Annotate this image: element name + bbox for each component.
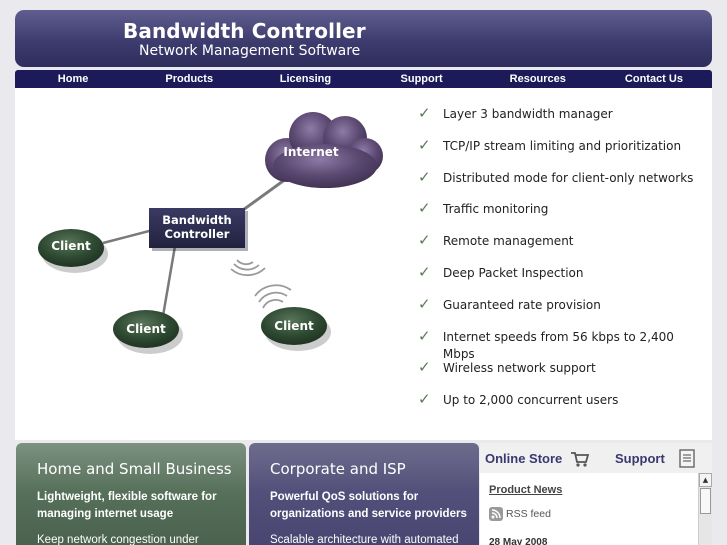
panel-corporate-isp: Corporate and ISP Powerful QoS solutions…: [249, 443, 479, 545]
panel-corp-title[interactable]: Corporate and ISP: [270, 460, 406, 478]
feature-list: ✓ Layer 3 bandwidth manager ✓ TCP/IP strea…: [418, 106, 708, 424]
link-internet: [242, 174, 291, 212]
feature-text: Up to 2,000 concurrent users: [443, 393, 619, 408]
controller-box: [149, 208, 245, 248]
list-item: ✓ Deep Packet Inspection: [418, 262, 708, 297]
document-icon[interactable]: [679, 449, 695, 468]
network-diagram: Internet Bandwidth Controller Client Cli…: [15, 88, 415, 440]
main-content: Internet Bandwidth Controller Client Cli…: [15, 88, 712, 440]
sidebox-topbar: Online Store Support: [480, 443, 712, 473]
client-node-wireless: [261, 307, 327, 345]
rss-icon: [489, 507, 503, 521]
client-label-wireless: Client: [274, 319, 314, 333]
checkmark-icon: ✓: [418, 294, 431, 313]
feature-text: Layer 3 bandwidth manager: [443, 107, 613, 121]
feature-text: Deep Packet Inspection: [443, 265, 584, 280]
checkmark-icon: ✓: [418, 390, 431, 409]
list-item: ✓ Internet speeds from 56 kbps to 2,400 M…: [418, 326, 708, 361]
news-date: 28 May 2008: [489, 537, 548, 545]
panel-home-tagline: Lightweight, flexible software for manag…: [37, 491, 217, 520]
feature-text: Traffic monitoring: [443, 202, 549, 217]
controller-label-line1: Bandwidth: [162, 213, 232, 227]
nav-contact-us[interactable]: Contact Us: [624, 73, 683, 85]
scroll-up-arrow-icon[interactable]: ▲: [699, 473, 712, 487]
panel-home-small-business: Home and Small Business Lightweight, fle…: [16, 443, 246, 545]
client-label-left: Client: [51, 239, 91, 253]
list-item: ✓ Traffic monitoring: [418, 201, 708, 233]
client-label-bottom: Client: [126, 322, 166, 336]
feature-text: TCP/IP stream limiting and prioritizatio…: [443, 138, 682, 153]
product-news-link[interactable]: Product News: [489, 484, 563, 496]
checkmark-icon: ✓: [418, 135, 431, 154]
list-item: ✓ Wireless network support: [418, 360, 708, 392]
panel-home-title[interactable]: Home and Small Business: [37, 460, 232, 478]
wireless-waves-client: [254, 284, 292, 309]
rss-feed-link[interactable]: RSS feed: [489, 507, 551, 521]
panel-corp-tagline: Powerful QoS solutions for organizations…: [270, 491, 467, 520]
site-title[interactable]: Bandwidth Controller: [123, 19, 366, 43]
scroll-thumb[interactable]: [700, 488, 711, 514]
checkmark-icon: ✓: [418, 358, 431, 377]
nav-resources[interactable]: Resources: [509, 73, 566, 85]
internet-cloud: [265, 112, 383, 188]
site-subtitle: Network Management Software: [139, 43, 361, 59]
checkmark-icon: ✓: [418, 167, 431, 186]
feature-text: Guaranteed rate provision: [443, 297, 601, 312]
support-link[interactable]: Support: [615, 451, 665, 466]
nav-support[interactable]: Support: [400, 73, 443, 85]
list-item: ✓ Layer 3 bandwidth manager: [418, 106, 708, 138]
list-item: ✓ Distributed mode for client-only networ…: [418, 167, 708, 202]
nav-licensing[interactable]: Licensing: [279, 73, 332, 85]
nav-products[interactable]: Products: [165, 73, 214, 85]
link-client-bottom: [161, 245, 177, 317]
checkmark-icon: ✓: [418, 199, 431, 218]
rss-label: RSS feed: [506, 508, 551, 520]
site-header: Bandwidth Controller Network Management …: [15, 10, 712, 67]
checkmark-icon: ✓: [418, 326, 431, 345]
list-item: ✓ Guaranteed rate provision: [418, 294, 708, 329]
client-node-bottom: [113, 310, 179, 348]
link-client-left: [102, 228, 154, 245]
client-node-left: [38, 229, 104, 267]
feature-text: Distributed mode for client-only network…: [443, 170, 694, 185]
feature-text: Remote management: [443, 234, 574, 249]
feature-text: Internet speeds from 56 kbps to 2,400 Mb…: [442, 329, 674, 361]
checkmark-icon: ✓: [418, 104, 431, 122]
news-scrollbar[interactable]: ▲: [698, 473, 712, 545]
list-item: ✓ TCP/IP stream limiting and prioritizati…: [418, 135, 708, 170]
panel-home-body: Keep network congestion under: [37, 534, 199, 545]
checkmark-icon: ✓: [418, 231, 431, 250]
network-diagram-graphic: [38, 112, 383, 354]
news-sidebox: Online Store Support Product News: [480, 443, 712, 545]
list-item: ✓ Up to 2,000 concurrent users: [418, 392, 708, 424]
list-item: ✓ Remote management: [418, 233, 708, 265]
controller-label-line2: Controller: [164, 227, 230, 241]
wireless-waves-controller: [230, 259, 266, 277]
feature-text: Wireless network support: [443, 361, 596, 376]
panel-corp-body: Scalable architecture with automated: [270, 534, 459, 545]
internet-label: Internet: [283, 145, 339, 159]
cart-icon[interactable]: [570, 450, 590, 468]
nav-home[interactable]: Home: [57, 73, 89, 85]
main-nav: Home Products Licensing Support Resource…: [15, 70, 712, 88]
checkmark-icon: ✓: [418, 262, 431, 281]
online-store-link[interactable]: Online Store: [485, 451, 563, 466]
